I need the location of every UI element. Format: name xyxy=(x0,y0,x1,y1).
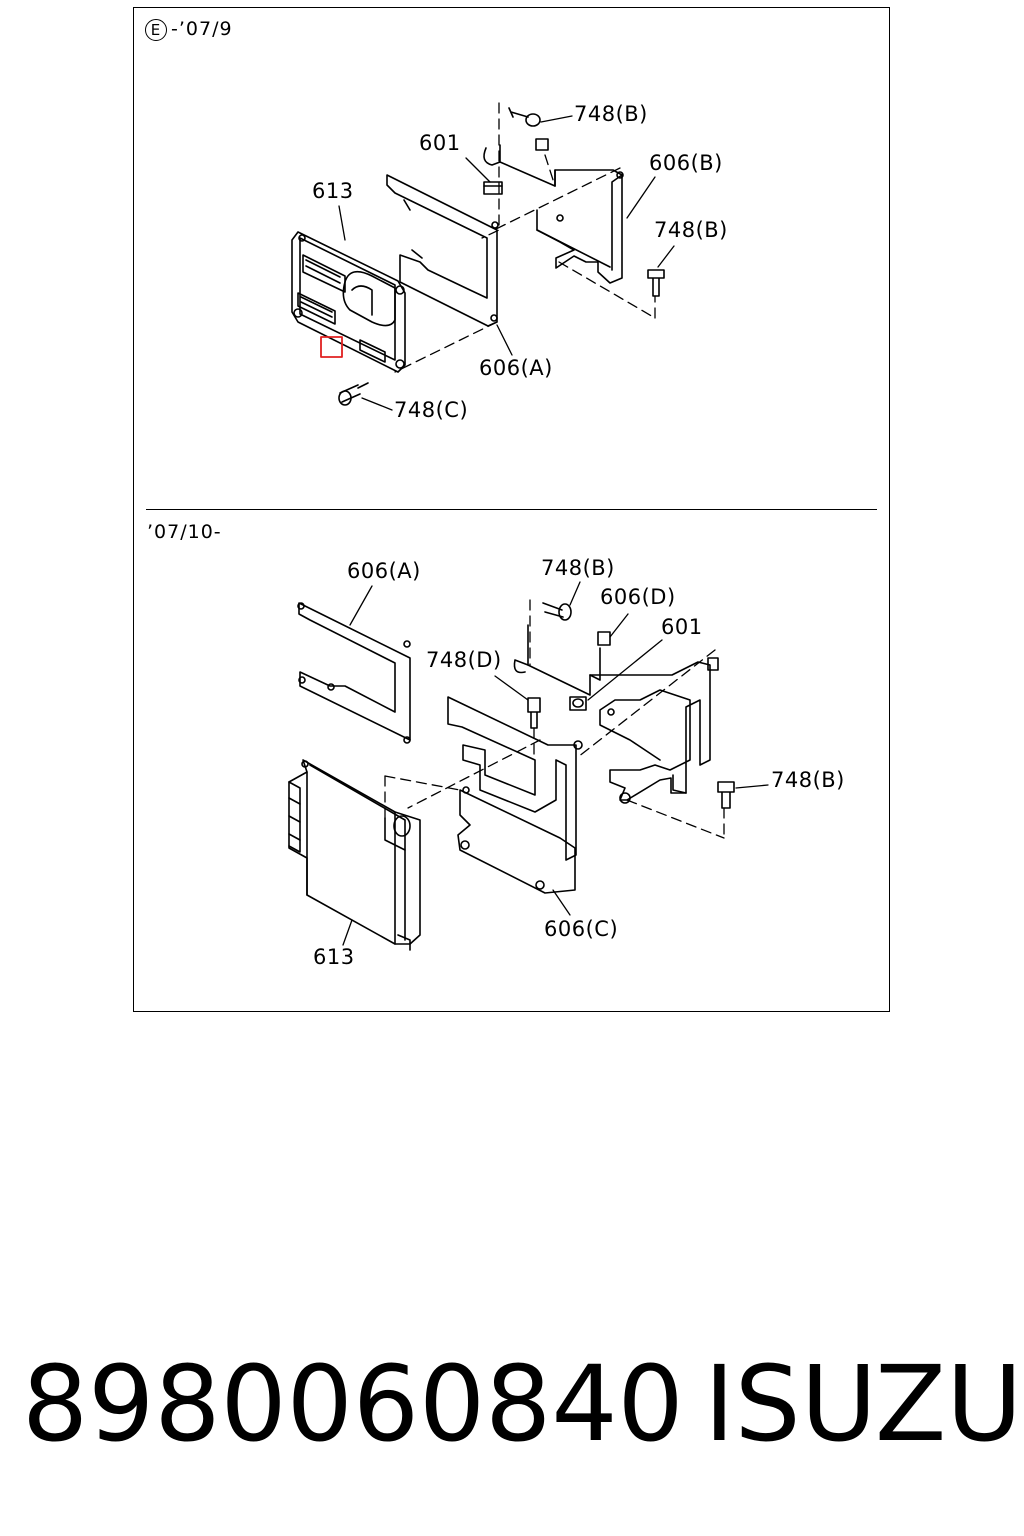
top-bracket-606b xyxy=(483,144,624,284)
bottom-bolts-nut xyxy=(527,602,735,809)
bottom-bracket-606d xyxy=(513,624,711,804)
top-section-label: E-’07/9 xyxy=(145,18,233,41)
part-number: 8980060840 xyxy=(22,1343,684,1465)
callout-606a-bottom: 606(A) xyxy=(347,559,421,583)
top-bolts-nut xyxy=(338,107,665,406)
callout-748c-top: 748(C) xyxy=(394,398,469,422)
section-divider xyxy=(146,509,877,510)
top-bracket-606a xyxy=(386,174,499,327)
section-marker-e: E xyxy=(145,18,167,41)
bottom-dash-lines xyxy=(384,599,725,839)
bottom-bracket-606a xyxy=(297,602,411,744)
highlight-box xyxy=(320,336,343,358)
callout-606b-top: 606(B) xyxy=(649,151,723,175)
callout-613-top: 613 xyxy=(312,179,354,203)
top-dash-lines xyxy=(394,102,656,373)
bottom-leader-lines xyxy=(342,581,769,946)
bottom-period: ’07/10- xyxy=(147,521,222,543)
callout-601-top: 601 xyxy=(419,131,461,155)
callout-601-bottom: 601 xyxy=(661,615,703,639)
callout-748b-top-1: 748(B) xyxy=(574,102,648,126)
diagram-frame xyxy=(133,7,890,1012)
callout-748b-bottom-1: 748(B) xyxy=(541,556,615,580)
callout-606a-top: 606(A) xyxy=(479,356,553,380)
top-leader-lines xyxy=(338,115,675,411)
callout-613-bottom: 613 xyxy=(313,945,355,969)
callout-748d-bottom: 748(D) xyxy=(426,648,502,672)
brand-name: ISUZU xyxy=(704,1343,1023,1465)
bottom-ecu-613 xyxy=(288,759,421,951)
callout-748b-top-2: 748(B) xyxy=(654,218,728,242)
top-ecu-613 xyxy=(291,231,406,373)
callout-606d-bottom: 606(D) xyxy=(600,585,676,609)
callout-606c-bottom: 606(C) xyxy=(544,917,619,941)
bottom-bracket-606c xyxy=(447,696,583,894)
callout-748b-bottom-2: 748(B) xyxy=(771,768,845,792)
top-period: -’07/9 xyxy=(171,18,233,40)
